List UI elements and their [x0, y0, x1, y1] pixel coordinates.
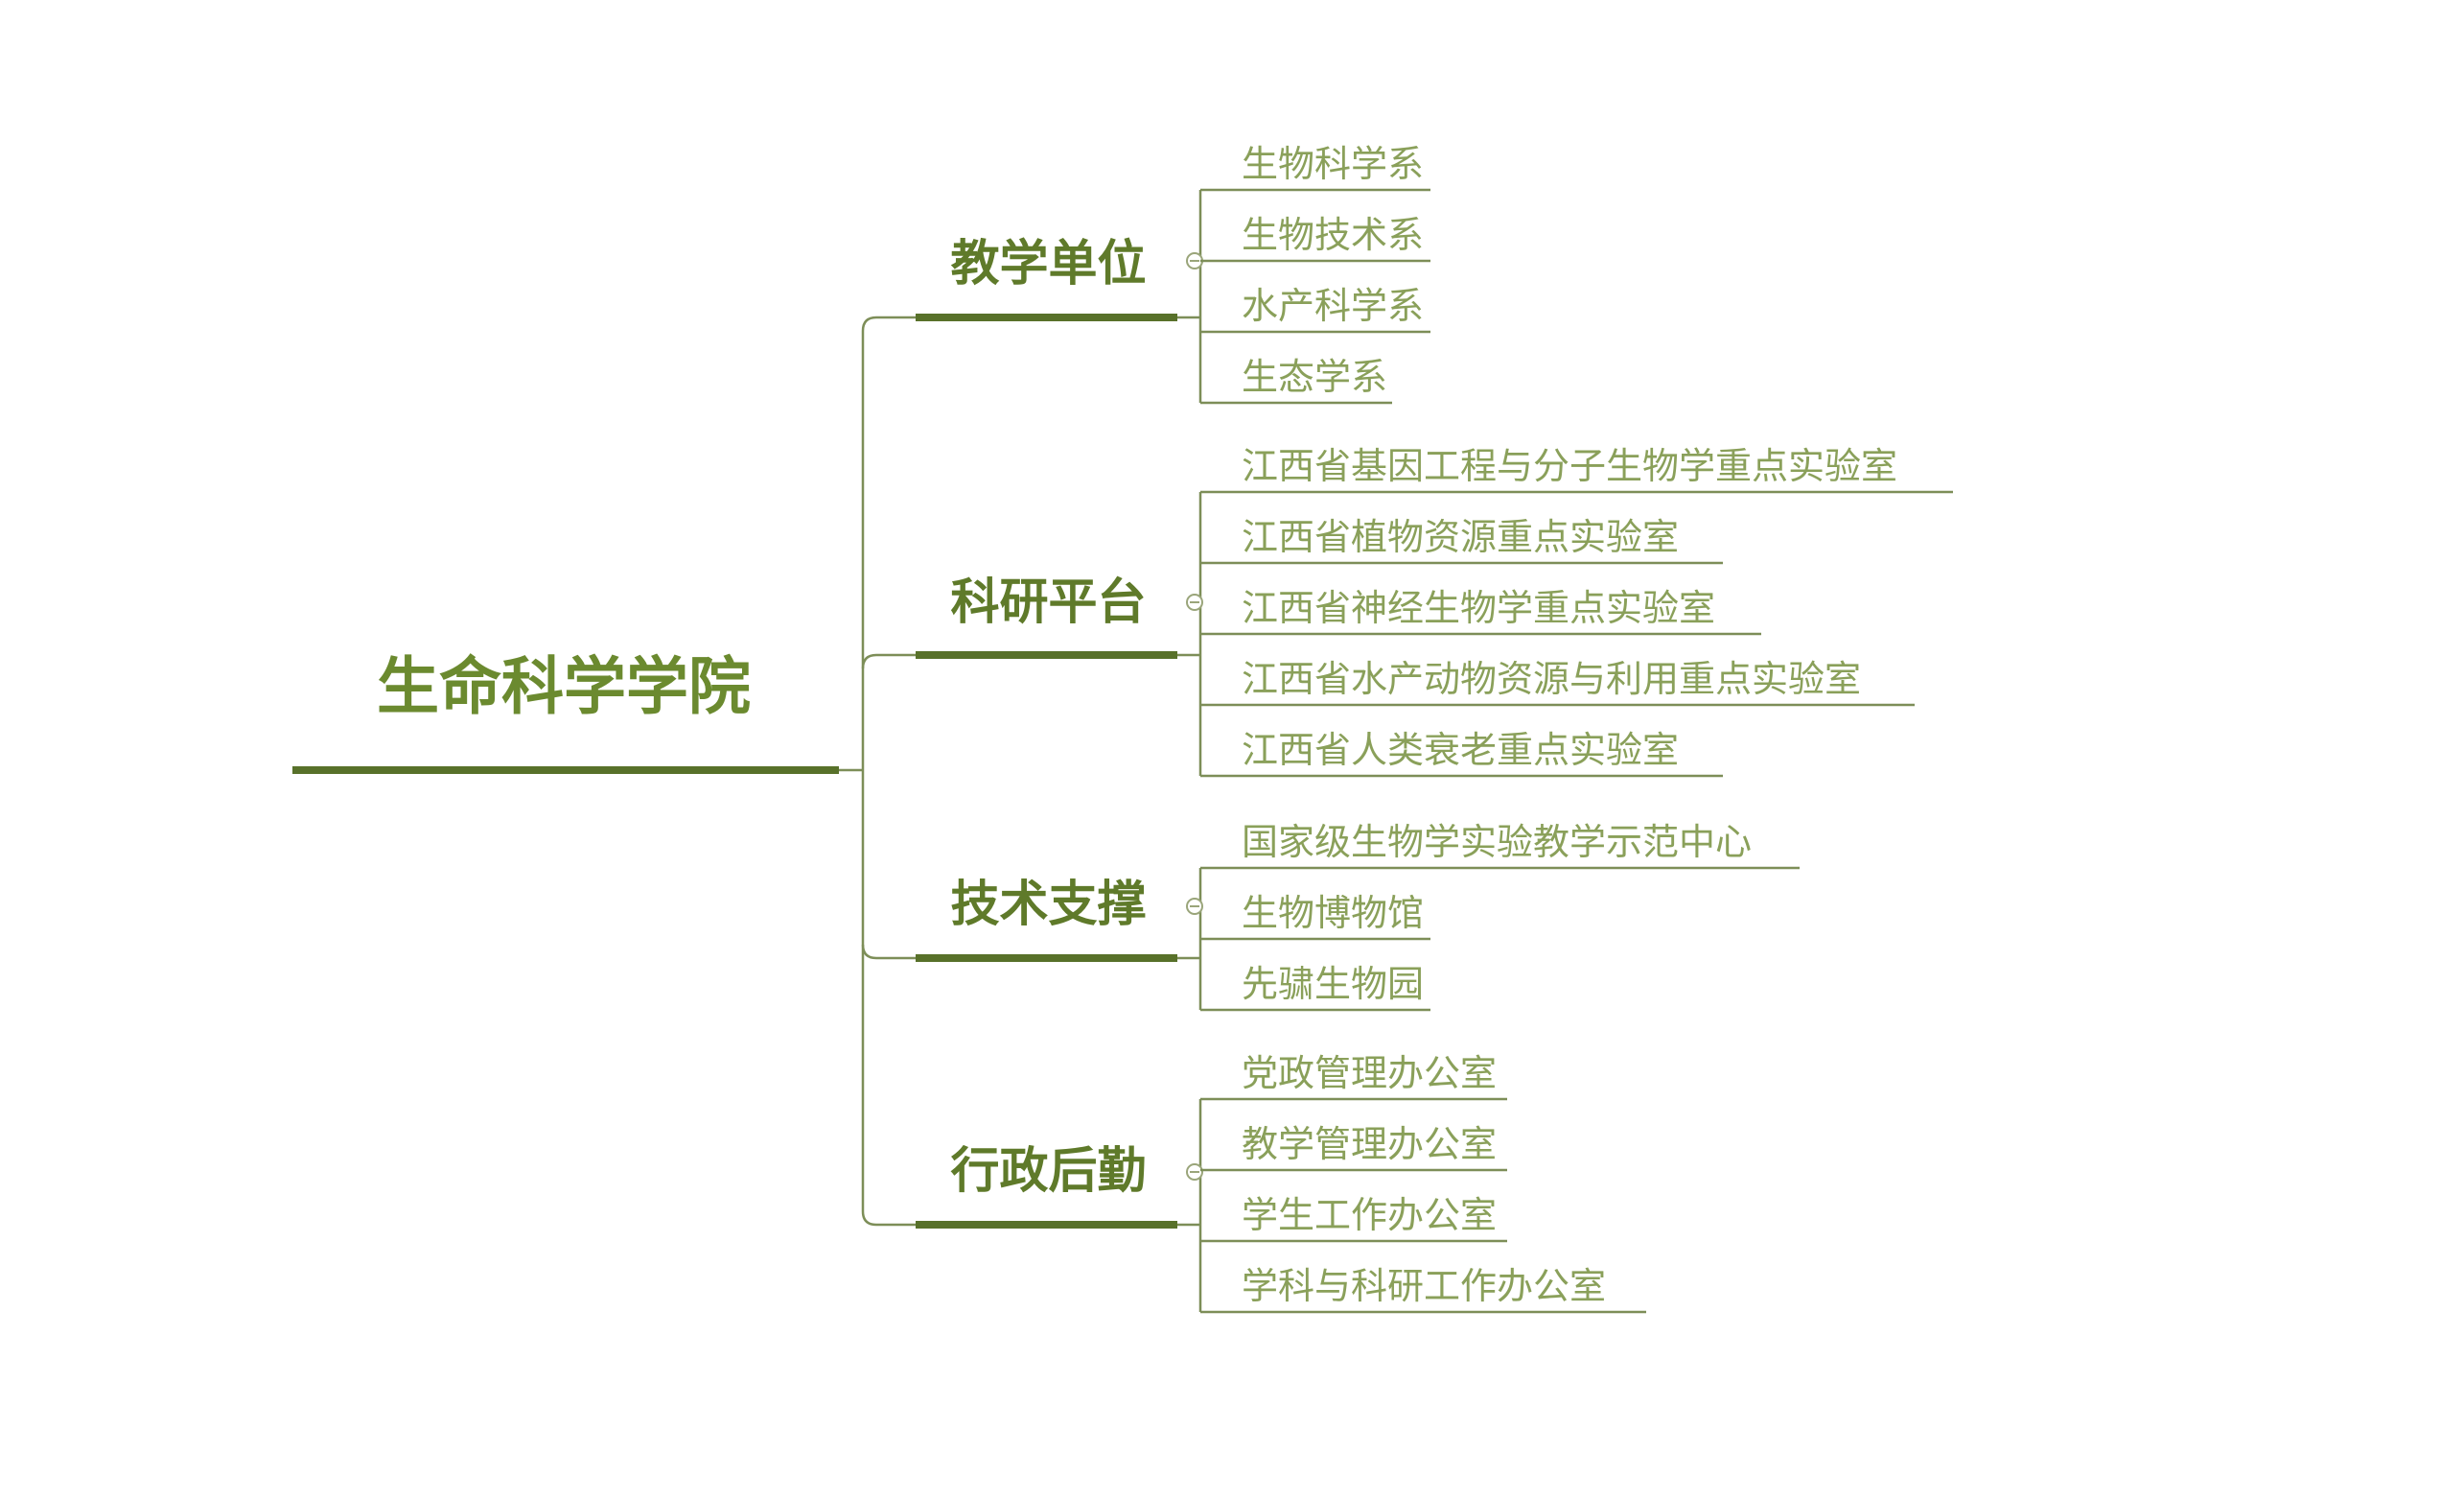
- leaf-label: 江西省人类衰老重点实验室: [1242, 729, 1679, 771]
- leaf-label: 教学管理办公室: [1242, 1123, 1497, 1165]
- leaf-label: 国家级生物学实验教学示范中心: [1242, 821, 1752, 863]
- leaf-node[interactable]: 江西省植物资源重点实验室: [1200, 516, 1723, 565]
- leaf-node[interactable]: 生物技术系: [1200, 214, 1430, 263]
- branch-label: 科研平台: [950, 574, 1146, 631]
- leaf-node[interactable]: 江西省基因工程与分子生物学重点实验室: [1200, 445, 1953, 494]
- leaf-label: 生物科学系: [1242, 143, 1424, 185]
- collapse-minus-icon[interactable]: [1186, 594, 1203, 611]
- leaf-node[interactable]: 水产科学系: [1200, 285, 1430, 334]
- branch-label: 行政后勤: [950, 1143, 1146, 1200]
- leaf-label: 生物博物馆: [1242, 892, 1424, 934]
- leaf-label: 水产科学系: [1242, 285, 1424, 327]
- leaf-node[interactable]: 教学管理办公室: [1200, 1123, 1507, 1172]
- branch-connector: [861, 316, 916, 332]
- branch-label: 教学单位: [950, 236, 1146, 293]
- leaf-node[interactable]: 学科与科研工作办公室: [1200, 1265, 1646, 1314]
- collapse-minus-icon[interactable]: [1186, 1163, 1203, 1181]
- root-label: 生命科学学院: [377, 651, 751, 723]
- leaf-label: 生态学系: [1242, 356, 1387, 398]
- branch-node[interactable]: 科研平台 江西省基因工程与分子生物学重点实验室江西省植物资源重点实验室江西省神经生…: [916, 445, 1953, 778]
- branch-connector: [861, 1210, 916, 1227]
- leaf-label: 先骕生物园: [1242, 963, 1424, 1005]
- leaf-node[interactable]: 生物博物馆: [1200, 892, 1430, 941]
- collapse-minus-icon[interactable]: [1186, 252, 1203, 269]
- leaf-node[interactable]: 党政管理办公室: [1200, 1052, 1507, 1101]
- leaf-node[interactable]: 国家级生物学实验教学示范中心: [1200, 821, 1800, 870]
- collapse-minus-icon[interactable]: [1186, 898, 1203, 915]
- leaf-node[interactable]: 先骕生物园: [1200, 963, 1430, 1012]
- leaf-label: 江西省水产动物资源与利用重点实验室: [1242, 658, 1861, 700]
- branch-connector: [861, 944, 916, 960]
- leaf-node[interactable]: 江西省神经生物学重点实验室: [1200, 587, 1761, 636]
- leaf-node[interactable]: 生物科学系: [1200, 143, 1430, 192]
- branch-connector: [861, 653, 916, 669]
- leaf-node[interactable]: 江西省人类衰老重点实验室: [1200, 729, 1723, 778]
- connectors-layer: [839, 190, 1202, 1312]
- root-node[interactable]: 生命科学学院: [292, 651, 839, 774]
- leaf-label: 江西省植物资源重点实验室: [1242, 516, 1679, 558]
- leaf-node[interactable]: 学生工作办公室: [1200, 1194, 1507, 1243]
- leaf-label: 生物技术系: [1242, 214, 1424, 256]
- leaf-label: 党政管理办公室: [1242, 1052, 1497, 1094]
- leaf-node[interactable]: 江西省水产动物资源与利用重点实验室: [1200, 658, 1915, 707]
- leaf-node[interactable]: 生态学系: [1200, 356, 1392, 405]
- branch-label: 技术支撑: [950, 877, 1146, 933]
- leaf-label: 江西省神经生物学重点实验室: [1242, 587, 1715, 629]
- leaf-label: 江西省基因工程与分子生物学重点实验室: [1242, 445, 1897, 487]
- leaf-label: 学生工作办公室: [1242, 1194, 1497, 1236]
- leaf-label: 学科与科研工作办公室: [1242, 1265, 1606, 1307]
